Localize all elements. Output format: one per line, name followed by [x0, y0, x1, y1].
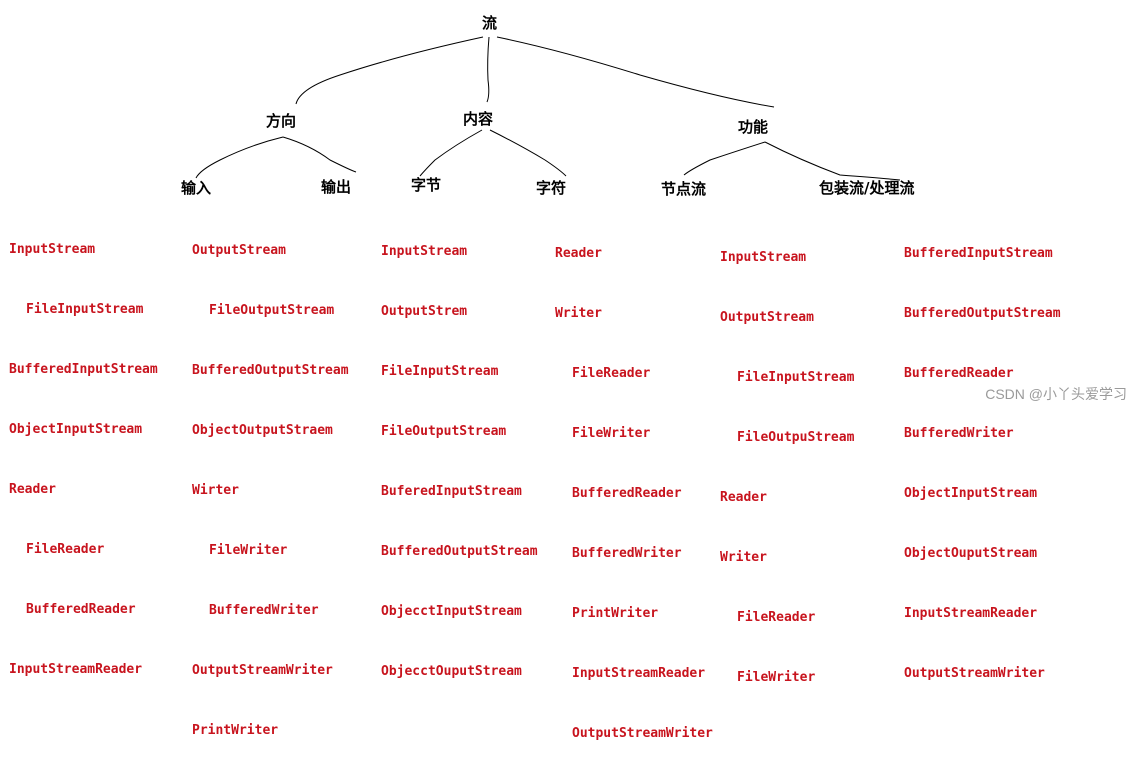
node-byte: 字节: [411, 176, 442, 194]
char-class-list: Reader Writer FileReader FileWriter Buff…: [555, 204, 713, 764]
list-item: PrintWriter: [192, 723, 279, 738]
list-item: PrintWriter: [572, 606, 659, 621]
list-item: BufferedInputStream: [904, 246, 1053, 261]
tree-edges: [195, 36, 901, 181]
list-item: BufferedReader: [572, 486, 682, 501]
list-item: Wirter: [192, 483, 239, 498]
edge-root-function: [496, 36, 775, 108]
category-function: 功能: [738, 118, 769, 136]
list-item: ObjecctInputStream: [381, 604, 522, 619]
list-item: OutputStream: [720, 310, 814, 325]
list-item: BufferedOutputStream: [192, 363, 349, 378]
list-item: BufferedWriter: [572, 546, 682, 561]
node-node-stream: 节点流: [661, 180, 707, 198]
wrapper-stream-class-list: BufferedInputStream BufferedOutputStream…: [904, 204, 1061, 704]
byte-class-list: InputStream OutputStrem FileInputStream …: [381, 202, 538, 702]
list-item: BufferedInputStream: [9, 362, 158, 377]
root-node: 流: [482, 14, 498, 32]
node-output: 输出: [321, 178, 352, 196]
list-item: BufferedReader: [904, 366, 1014, 381]
watermark: CSDN @小丫头爱学习: [985, 386, 1127, 402]
list-item: Reader: [555, 246, 602, 261]
list-item: ObjecctOuputStream: [381, 664, 522, 679]
list-item: FileInputStream: [737, 370, 855, 385]
list-item: Writer: [720, 550, 767, 565]
node-char: 字符: [536, 179, 567, 197]
node-input: 输入: [181, 179, 212, 197]
list-item: FileReader: [737, 610, 816, 625]
list-item: InputStreamReader: [9, 662, 143, 677]
edge-content-byte: [419, 129, 483, 177]
list-item: BufferedWriter: [904, 426, 1014, 441]
list-item: FileWriter: [209, 543, 288, 558]
list-item: OutputStreamWriter: [904, 666, 1045, 681]
list-item: OutputStreamWriter: [572, 726, 713, 741]
list-item: BuferedInputStream: [381, 484, 522, 499]
edge-root-content: [486, 36, 490, 103]
list-item: OutputStreamWriter: [192, 663, 333, 678]
edge-direction-output: [282, 136, 357, 173]
list-item: ObjectOuputStream: [904, 546, 1038, 561]
list-item: BufferedReader: [26, 602, 136, 617]
list-item: FileReader: [26, 542, 105, 557]
list-item: FileWriter: [737, 670, 816, 685]
edge-direction-input: [195, 136, 284, 179]
list-item: FileWriter: [572, 426, 651, 441]
list-item: InputStream: [720, 250, 807, 265]
category-direction: 方向: [266, 112, 297, 130]
list-item: BufferedOutputStream: [904, 306, 1061, 321]
output-class-list: OutputStream FileOutputStream BufferedOu…: [192, 201, 349, 761]
list-item: InputStream: [9, 242, 96, 257]
list-item: InputStreamReader: [572, 666, 706, 681]
list-item: FileOutpuStream: [737, 430, 855, 445]
list-item: OutputStrem: [381, 304, 468, 319]
edge-content-char: [489, 129, 567, 177]
input-class-list: InputStream FileInputStream BufferedInpu…: [9, 200, 158, 700]
list-item: BufferedWriter: [209, 603, 319, 618]
node-wrapper-stream: 包装流/处理流: [819, 179, 915, 197]
list-item: Writer: [555, 306, 602, 321]
edge-root-direction: [295, 36, 484, 105]
list-item: ObjectInputStream: [9, 422, 143, 437]
category-content: 内容: [463, 110, 494, 128]
list-item: FileInputStream: [26, 302, 144, 317]
list-item: Reader: [720, 490, 767, 505]
list-item: FileOutputStream: [209, 303, 335, 318]
list-item: OutputStream: [192, 243, 286, 258]
list-item: FileReader: [572, 366, 651, 381]
list-item: Reader: [9, 482, 56, 497]
list-item: ObjectInputStream: [904, 486, 1038, 501]
edge-function-node: [683, 141, 766, 176]
list-item: FileOutputStream: [381, 424, 507, 439]
list-item: BufferedOutputStream: [381, 544, 538, 559]
edge-function-wrapper: [764, 141, 901, 181]
list-item: FileInputStream: [381, 364, 499, 379]
node-stream-class-list: InputStream OutputStream FileInputStream…: [720, 208, 854, 708]
list-item: InputStream: [381, 244, 468, 259]
list-item: InputStreamReader: [904, 606, 1038, 621]
list-item: ObjectOutputStraem: [192, 423, 333, 438]
